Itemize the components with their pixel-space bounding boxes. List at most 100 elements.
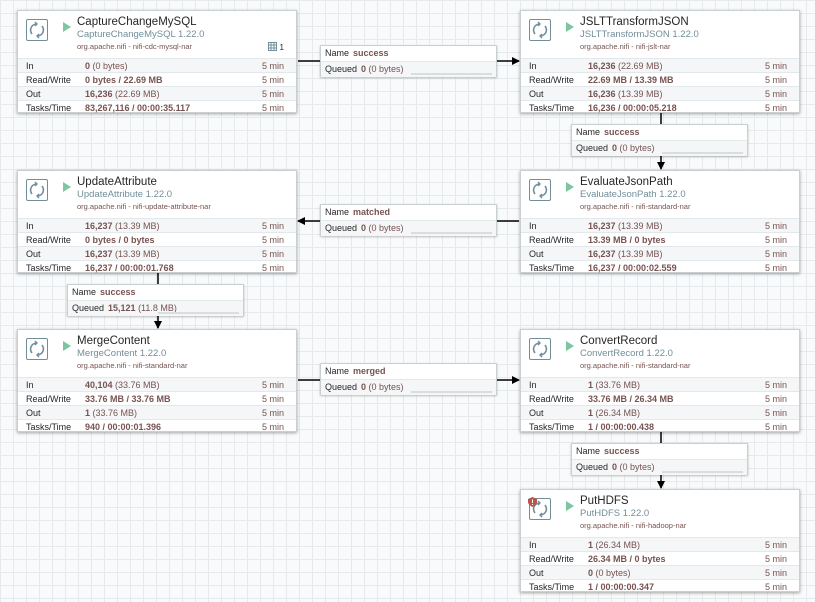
stat-size: (0 bytes) xyxy=(90,61,128,71)
stat-label: Read/Write xyxy=(529,554,574,564)
stat-window: 5 min xyxy=(764,103,787,113)
stat-label: Tasks/Time xyxy=(529,103,575,113)
stat-window: 5 min xyxy=(261,75,284,85)
queue-progress-bar xyxy=(662,471,743,473)
stat-label: Tasks/Time xyxy=(26,422,72,432)
run-icon[interactable] xyxy=(566,501,574,511)
connection-name: success xyxy=(353,48,389,58)
stat-label: Read/Write xyxy=(529,235,574,245)
stat-count: 33.76 MB / 26.34 MB xyxy=(588,394,674,404)
stat-label: In xyxy=(26,61,34,71)
processor-bundle: org.apache.nifi - nifi-hadoop-nar xyxy=(580,521,687,530)
processor-bundle: org.apache.nifi - nifi-standard-nar xyxy=(77,361,188,370)
stat-value: 16,236 (22.69 MB) xyxy=(588,59,663,73)
stat-count: 1 xyxy=(588,408,594,418)
connection-queued-label: Queued xyxy=(72,303,105,313)
processor-icon xyxy=(26,19,48,41)
stat-count: 40,104 xyxy=(85,380,113,390)
stat-label: Out xyxy=(26,89,41,99)
processor-bundle: org.apache.nifi - nifi-jslt-nar xyxy=(580,42,671,51)
processor-type: JSLTTransformJSON 1.22.0 xyxy=(580,29,699,40)
processor-icon xyxy=(26,179,48,201)
stat-value: 1 (33.76 MB) xyxy=(85,406,137,420)
stat-row-tasks: Tasks/Time 940 / 00:00:01.396 5 min xyxy=(18,419,296,433)
stat-value: 40,104 (33.76 MB) xyxy=(85,378,160,392)
run-icon[interactable] xyxy=(566,341,574,351)
stat-window: 5 min xyxy=(261,61,284,71)
run-icon[interactable] xyxy=(566,182,574,192)
processor-name: UpdateAttribute xyxy=(77,176,157,188)
stat-size: (13.39 MB) xyxy=(615,221,663,231)
connection-name-label: Name xyxy=(325,48,350,58)
stat-count: 16,237 xyxy=(85,249,113,259)
stat-value: 16,236 (13.39 MB) xyxy=(588,87,663,101)
stat-size: (22.69 MB) xyxy=(112,89,160,99)
stat-window: 5 min xyxy=(764,221,787,231)
stat-label: Out xyxy=(529,408,544,418)
connection-name-label: Name xyxy=(325,366,350,376)
stat-count: 22.69 MB / 13.39 MB xyxy=(588,75,674,85)
run-icon[interactable] xyxy=(63,22,71,32)
connection-queued-label: Queued xyxy=(325,382,358,392)
stat-window: 5 min xyxy=(764,394,787,404)
processor-name: CaptureChangeMySQL xyxy=(77,16,197,28)
stat-window: 5 min xyxy=(261,422,284,432)
processor-name: MergeContent xyxy=(77,335,150,347)
stat-window: 5 min xyxy=(261,103,284,113)
stat-label: Out xyxy=(529,249,544,259)
run-icon[interactable] xyxy=(566,22,574,32)
processor-bundle: org.apache.nifi - nifi-standard-nar xyxy=(580,361,691,370)
stat-label: In xyxy=(26,380,34,390)
processor-bundle: org.apache.nifi - nifi-standard-nar xyxy=(580,202,691,211)
stat-count: 16,237 xyxy=(85,221,113,231)
stat-count: 1 xyxy=(588,540,594,550)
queued-size: (11.8 MB) xyxy=(135,303,177,313)
queued-size: (0 bytes) xyxy=(617,143,655,153)
run-icon[interactable] xyxy=(63,182,71,192)
stat-value: 16,237 / 00:00:02.559 xyxy=(588,261,677,275)
stat-label: In xyxy=(26,221,34,231)
queue-progress-bar xyxy=(411,232,492,234)
stat-size: (13.39 MB) xyxy=(615,249,663,259)
stat-label: Read/Write xyxy=(26,235,71,245)
stat-count: 16,236 xyxy=(85,89,113,99)
stat-count: 940 / 00:00:01.396 xyxy=(85,422,162,432)
queued-count: 0 xyxy=(361,382,367,392)
stat-size: (0 bytes) xyxy=(593,568,631,578)
stat-size: (33.76 MB) xyxy=(112,380,160,390)
stat-value: 83,267,116 / 00:00:35.117 xyxy=(85,101,190,115)
stat-value: 940 / 00:00:01.396 xyxy=(85,420,161,434)
stat-count: 16,236 / 00:00:05.218 xyxy=(588,103,677,113)
stat-label: Out xyxy=(529,89,544,99)
stat-window: 5 min xyxy=(764,75,787,85)
run-icon[interactable] xyxy=(63,341,71,351)
stat-count: 16,237 / 00:00:02.559 xyxy=(588,263,677,273)
